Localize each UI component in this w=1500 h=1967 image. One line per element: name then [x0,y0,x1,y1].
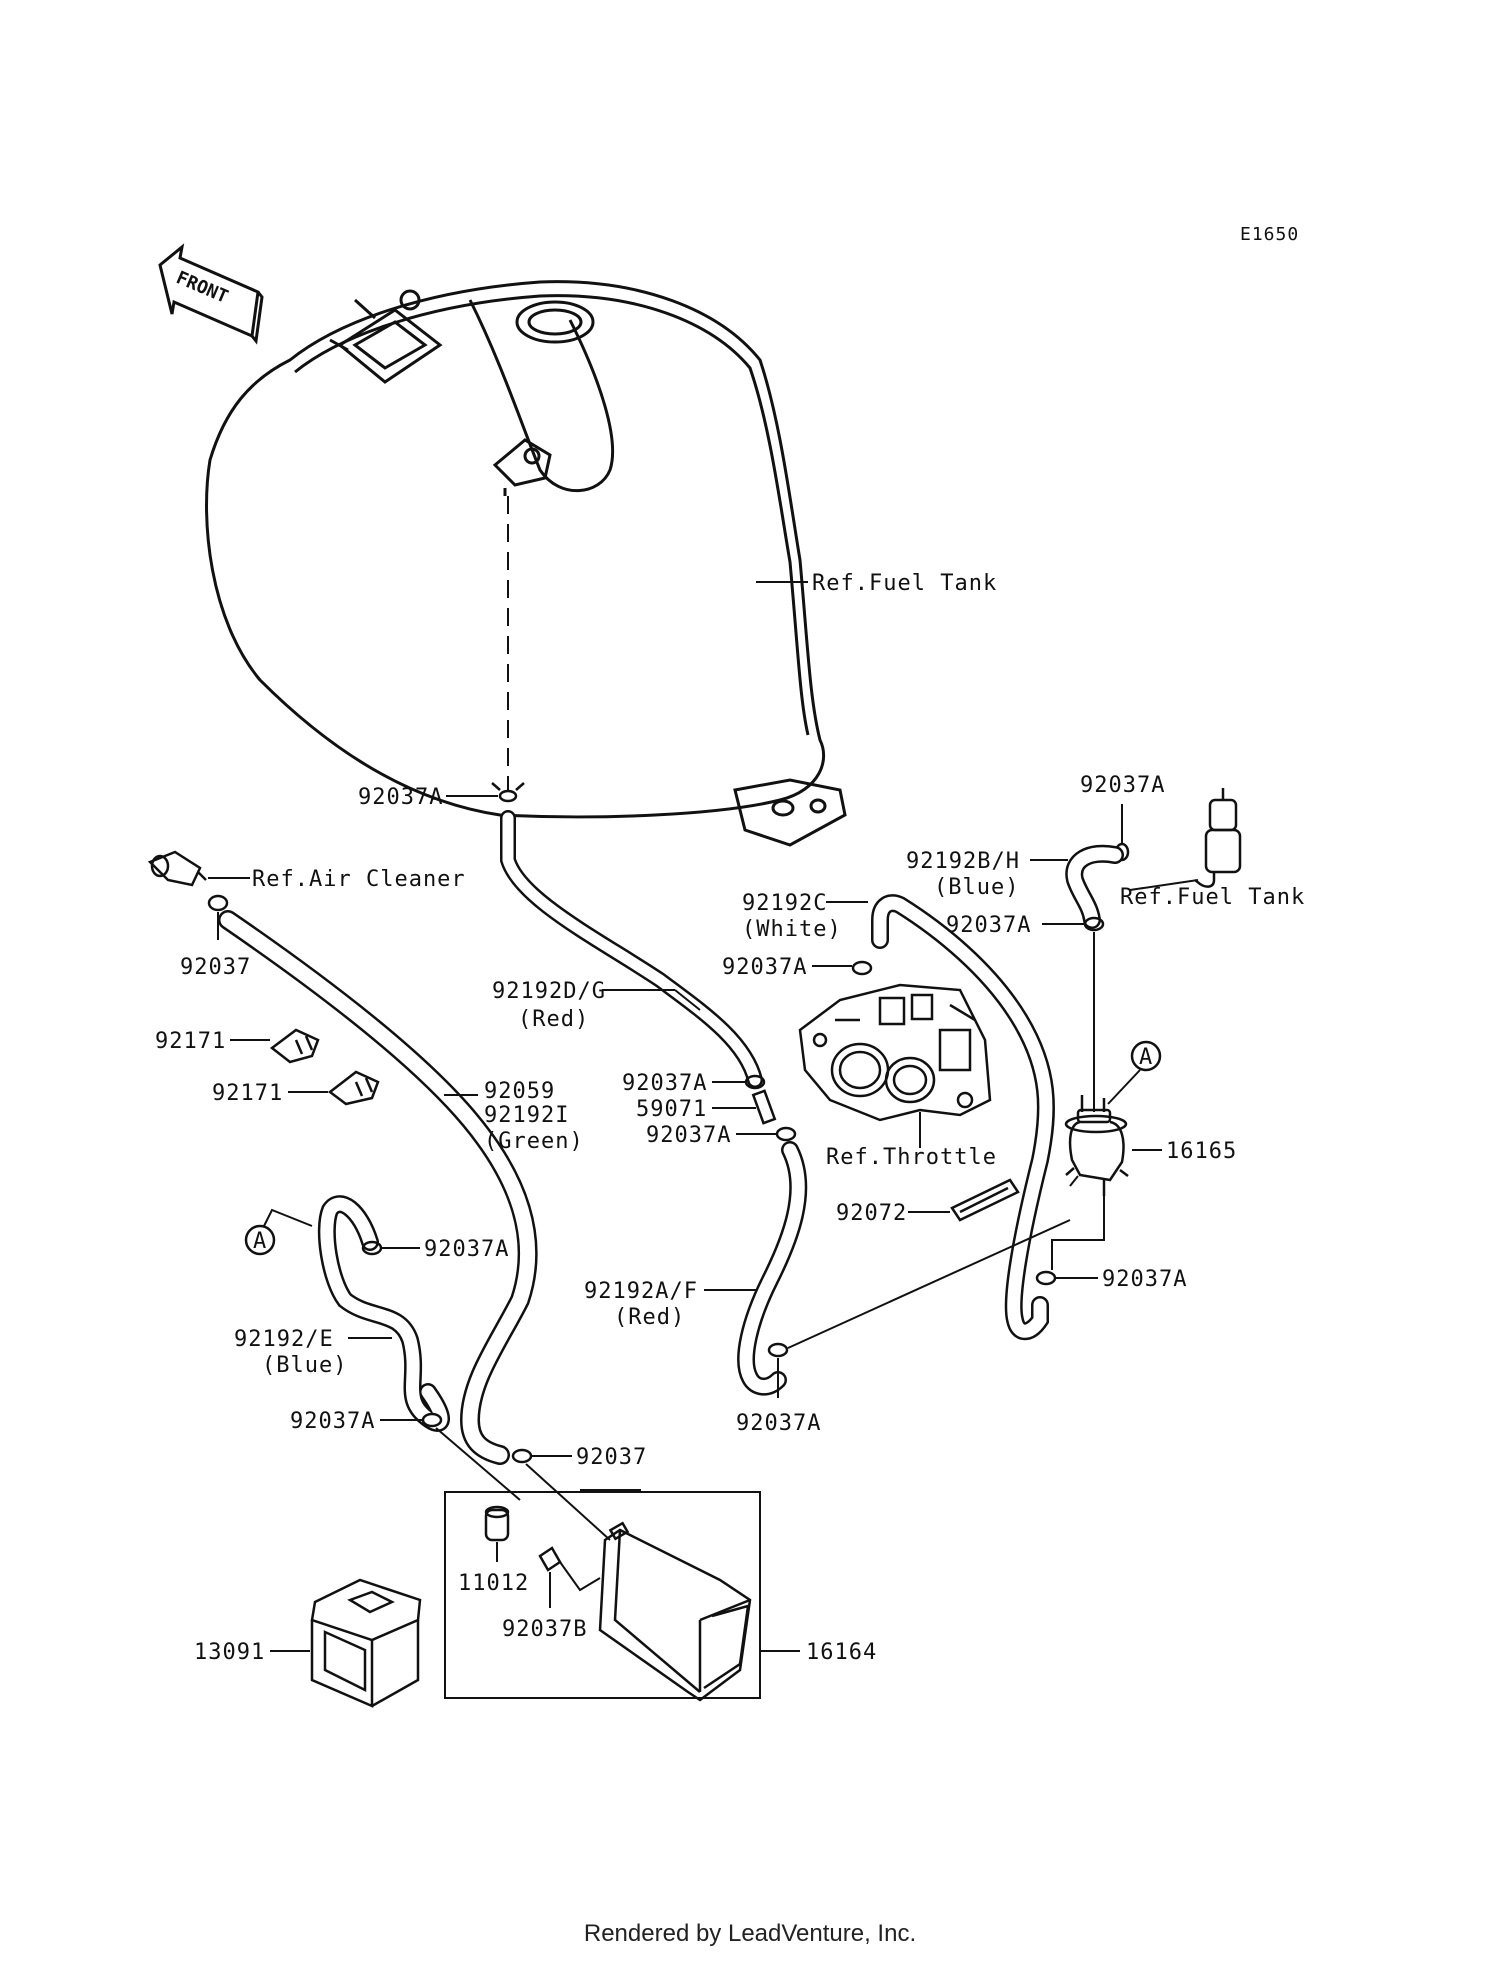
label-92192AF: 92192A/F [584,1279,698,1304]
clamp-92037A-canister [421,1412,443,1428]
label-92192I: 92192I [484,1103,569,1128]
label-92171-b: 92171 [212,1081,283,1106]
clamp-92037A-right-mid [1083,916,1105,932]
hose-92192DG [500,810,763,1088]
label-92192C: 92192C [742,891,827,916]
marker-A-right: A [1107,1040,1162,1105]
label-92192BH: 92192B/H [906,849,1020,874]
label-92059: 92059 [484,1079,555,1104]
label-ref-fuel-tank: Ref.Fuel Tank [812,571,997,596]
clamp-92037-aircleaner [207,894,229,912]
label-ref-air-cleaner: Ref.Air Cleaner [252,867,466,892]
cap-11012 [484,1505,510,1542]
strap-92072 [950,1178,1020,1222]
label-16165: 16165 [1166,1139,1237,1164]
label-92037A-throttle-top: 92037A [722,955,807,980]
throttle-body [798,983,992,1122]
label-92192E-color: (Blue) [262,1353,347,1378]
label-13091: 13091 [194,1640,265,1665]
label-92037A-throttle-2: 92037A [646,1123,731,1148]
label-59071: 59071 [636,1097,707,1122]
clamp-92037A-throttle-2 [775,1126,797,1142]
label-92037A-filter: 92037A [1102,1267,1187,1292]
clamp-92037A-tank [491,782,525,803]
label-92037B: 92037B [502,1617,587,1642]
footer-credit: Rendered by LeadVenture, Inc. [583,1920,917,1947]
front-arrow-icon: FRONT [158,243,264,345]
label-92037A-right-mid: 92037A [946,913,1031,938]
pipe-59071 [751,1089,777,1125]
label-92192E: 92192/E [234,1327,334,1352]
svg-text:A: A [253,1229,267,1254]
label-92192BH-color: (Blue) [934,875,1019,900]
clip-92171-a [269,1028,320,1064]
clip-92171-b [327,1070,380,1106]
clamp-92037-canister [511,1448,533,1464]
air-cleaner-fitting [147,850,207,887]
fuel-tank [205,280,847,847]
label-92037A-canister: 92037A [290,1409,375,1434]
label-92037-aircleaner: 92037 [180,955,251,980]
fuel-filter-16165 [1064,1095,1129,1196]
fuel-tank-fitting-right [1194,788,1242,888]
clamp-92037A-filter [1035,1270,1057,1286]
cover-13091 [310,1578,422,1708]
svg-text:A: A [1139,1045,1153,1070]
label-92192I-color: (Green) [484,1129,584,1154]
label-92037-canister: 92037 [576,1445,647,1470]
label-92037A-left: 92037A [424,1237,509,1262]
label-92037A-top-right: 92037A [1080,773,1165,798]
label-ref-throttle: Ref.Throttle [826,1145,997,1170]
label-92192DG: 92192D/G [492,979,606,1004]
canister-16164 [598,1521,752,1702]
label-92037A-throttle-1: 92037A [622,1071,707,1096]
clamp-92037A-throttle-top [851,960,873,976]
label-92037A-tank: 92037A [358,785,443,810]
label-11012: 11012 [458,1571,529,1596]
label-92192DG-color: (Red) [518,1007,589,1032]
label-92192AF-color: (Red) [614,1305,685,1330]
label-92192C-color: (White) [742,917,842,942]
canister-assembly-box [444,1489,761,1699]
label-92171-a: 92171 [155,1029,226,1054]
clamp-92037A-left [361,1240,383,1256]
route-line-filter-to-hose [787,1219,1071,1349]
clamp-92037A-bottom-mid [767,1342,789,1358]
label-92037A-bottom-mid: 92037A [736,1411,821,1436]
clamp-92037B [538,1546,562,1572]
label-16164: 16164 [806,1640,877,1665]
label-ref-fuel-tank-side: Ref.Fuel Tank [1120,885,1305,910]
marker-A-left: A [244,1208,313,1256]
diagram-code: E1650 [1240,224,1299,245]
label-92072: 92072 [836,1201,907,1226]
